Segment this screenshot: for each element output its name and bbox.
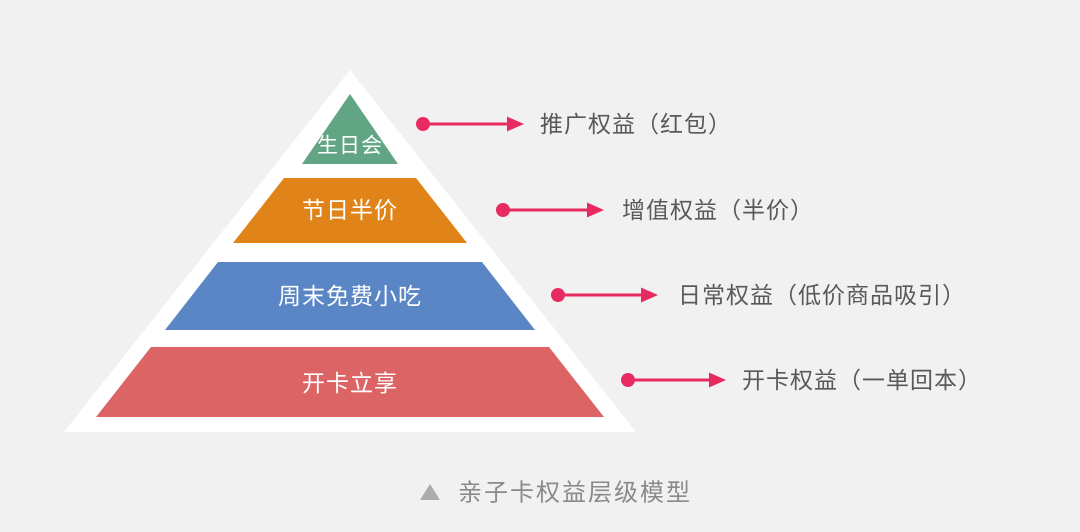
pyramid-tier-3	[165, 262, 535, 330]
arrowhead-icon	[507, 116, 524, 132]
pyramid-tier-1	[302, 94, 398, 164]
pyramid-tier-4-label: 开卡立享	[302, 370, 398, 396]
caption: 亲子卡权益层级模型	[420, 480, 692, 507]
benefit-label-2: 增值权益（半价）	[622, 197, 814, 223]
pyramid-tier-2-label: 节日半价	[302, 197, 398, 223]
benefit-label-3: 日常权益（低价商品吸引）	[678, 282, 966, 308]
pyramid-outline	[64, 70, 636, 432]
arrowhead-icon	[641, 287, 658, 303]
triangle-up-icon	[420, 484, 440, 500]
connector-tier-3: 日常权益（低价商品吸引）	[551, 282, 966, 308]
caption-text: 亲子卡权益层级模型	[458, 480, 692, 507]
pyramid-tier-4	[96, 347, 604, 417]
connector-dot-icon	[621, 373, 635, 387]
arrowhead-icon	[587, 202, 604, 218]
connector-tier-2: 增值权益（半价）	[496, 197, 814, 223]
connector-dot-icon	[551, 288, 565, 302]
connector-dot-icon	[416, 117, 430, 131]
benefit-label-4: 开卡权益（一单回本）	[742, 367, 982, 393]
connector-tier-4: 开卡权益（一单回本）	[621, 367, 982, 393]
pyramid-tier-1-label: 生日会	[317, 135, 383, 158]
benefit-label-1: 推广权益（红包）	[540, 111, 732, 137]
connector-tier-1: 推广权益（红包）	[416, 111, 732, 137]
arrowhead-icon	[709, 372, 726, 388]
connector-dot-icon	[496, 203, 510, 217]
pyramid-tier-2	[233, 178, 467, 243]
pyramid-tier-3-label: 周末免费小吃	[278, 283, 422, 309]
